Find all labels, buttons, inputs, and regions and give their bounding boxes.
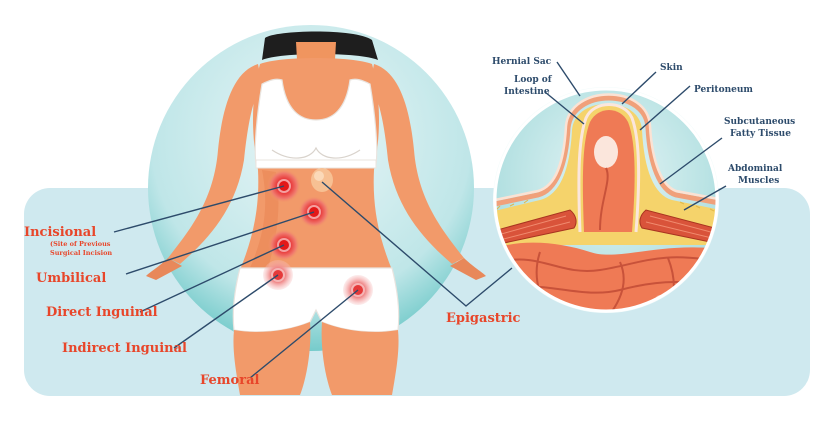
- label-subcutaneous-2: Fatty Tissue: [730, 129, 791, 139]
- label-subcutaneous-1: Subcutaneous: [724, 117, 795, 127]
- detail-circle-border: [493, 87, 719, 313]
- label-abdominal-1: Abdominal: [727, 164, 783, 174]
- leader-incisional: [113, 185, 285, 233]
- label-incisional-note-2: Surgical Incision: [50, 249, 112, 257]
- label-hernial-sac: Hernial Sac: [492, 57, 552, 67]
- label-epigastric: Epigastric: [446, 311, 521, 326]
- label-skin: Skin: [660, 63, 683, 73]
- leader-epigastric: [321, 181, 513, 307]
- leader-skin: [621, 71, 657, 105]
- label-abdominal-2: Muscles: [738, 176, 779, 186]
- label-incisional: Incisional: [24, 225, 96, 240]
- label-direct-inguinal: Direct Inguinal: [46, 305, 158, 320]
- leader-umbilical: [125, 211, 315, 275]
- label-loop-of-intestine-2: Intestine: [504, 87, 550, 97]
- label-femoral: Femoral: [200, 373, 259, 388]
- label-indirect-inguinal: Indirect Inguinal: [62, 341, 187, 356]
- leader-loop-of-intestine: [544, 91, 585, 125]
- leader-peritoneum: [639, 85, 691, 131]
- label-umbilical: Umbilical: [36, 271, 106, 286]
- label-incisional-note-1: (Site of Previous: [50, 240, 111, 248]
- leader-subcutaneous: [659, 137, 723, 185]
- label-peritoneum: Peritoneum: [694, 85, 753, 95]
- leader-abdominal-muscles: [683, 185, 727, 211]
- label-loop-of-intestine-1: Loop of: [514, 75, 553, 85]
- leader-hernial-sac: [556, 61, 581, 97]
- female-torso-figure: [146, 31, 486, 395]
- leader-indirect-inguinal: [173, 274, 279, 349]
- leader-direct-inguinal: [139, 244, 285, 313]
- leader-femoral: [249, 289, 359, 379]
